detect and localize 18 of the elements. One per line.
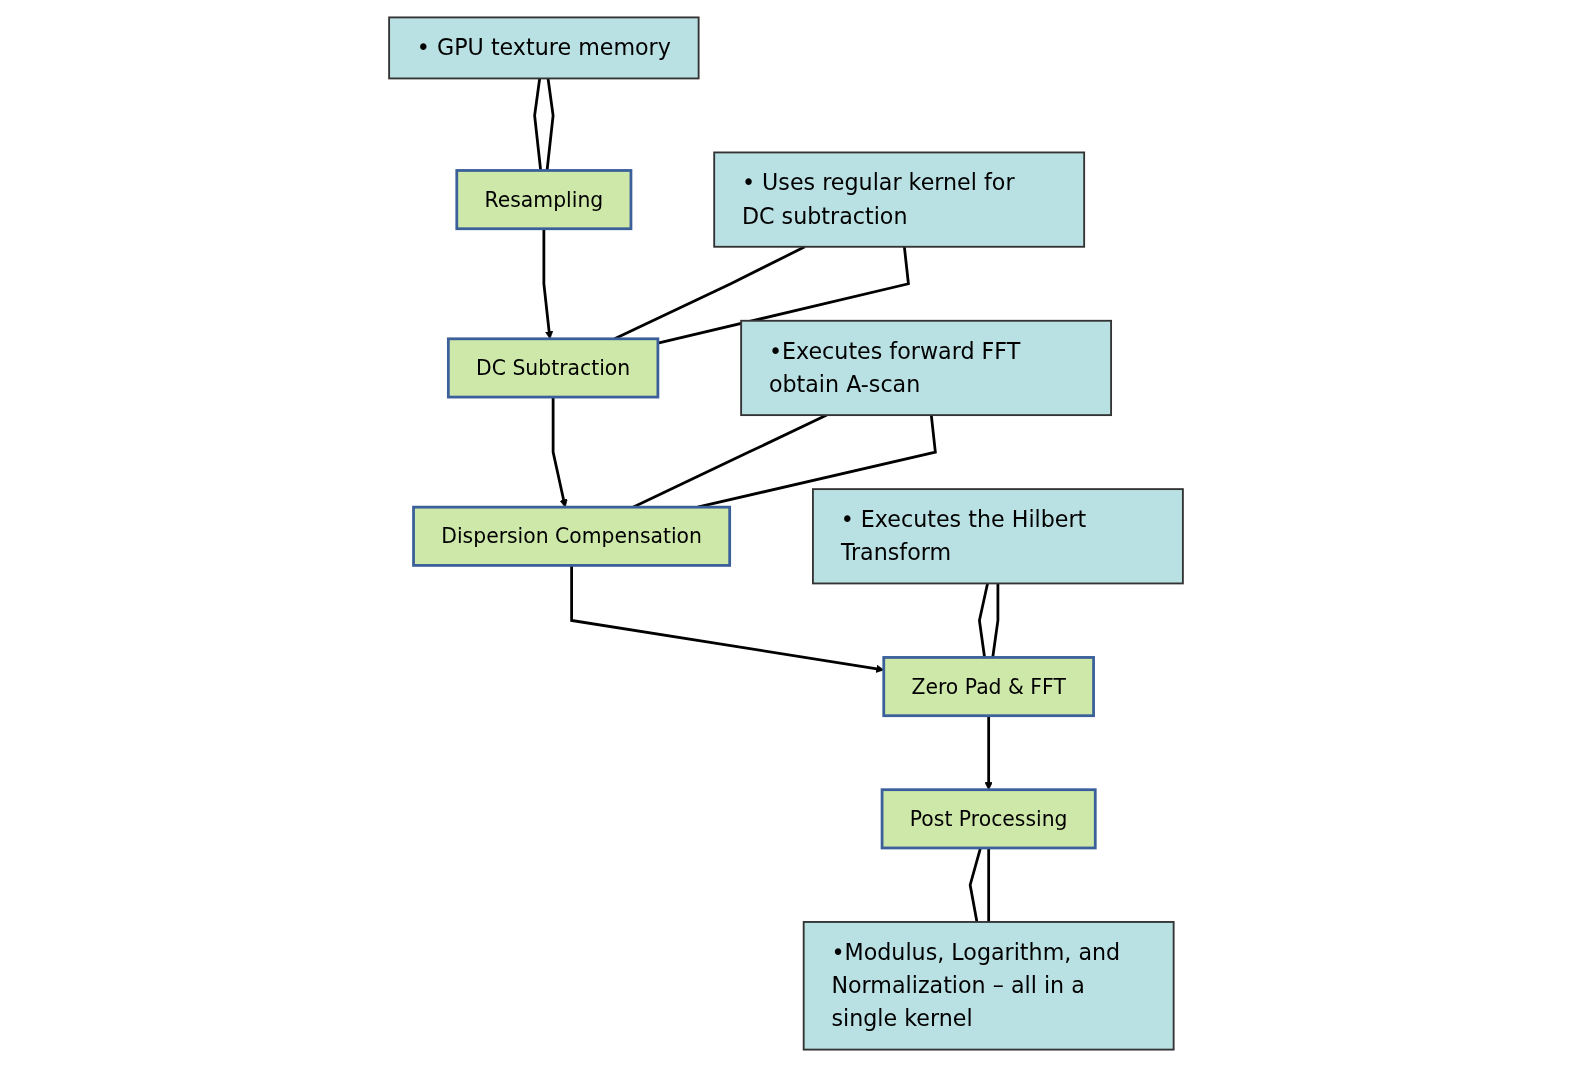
connector xyxy=(657,246,910,345)
node-box: •Modulus, Logarithm, and Normalization – all in a single kernel xyxy=(802,921,1175,1051)
node-box: DC Subtraction xyxy=(446,337,660,399)
connector xyxy=(987,847,991,922)
connector xyxy=(533,78,543,171)
node-box: • Uses regular kernel for DC subtraction xyxy=(713,151,1086,248)
node-box: • Executes the Hilbert Transform xyxy=(812,488,1184,585)
node-box: Post Processing xyxy=(880,788,1097,850)
connector xyxy=(968,847,982,923)
node-box: Resampling xyxy=(455,169,633,231)
connector xyxy=(545,78,555,171)
node-box: • GPU texture memory xyxy=(388,16,700,80)
connector xyxy=(991,583,1000,658)
node-box: Dispersion Compensation xyxy=(412,505,732,567)
node-box: •Executes forward FFT obtain A-scan xyxy=(740,319,1113,417)
node-box: Zero Pad & FFT xyxy=(882,656,1095,718)
arrow xyxy=(551,397,568,508)
connector xyxy=(978,583,989,658)
